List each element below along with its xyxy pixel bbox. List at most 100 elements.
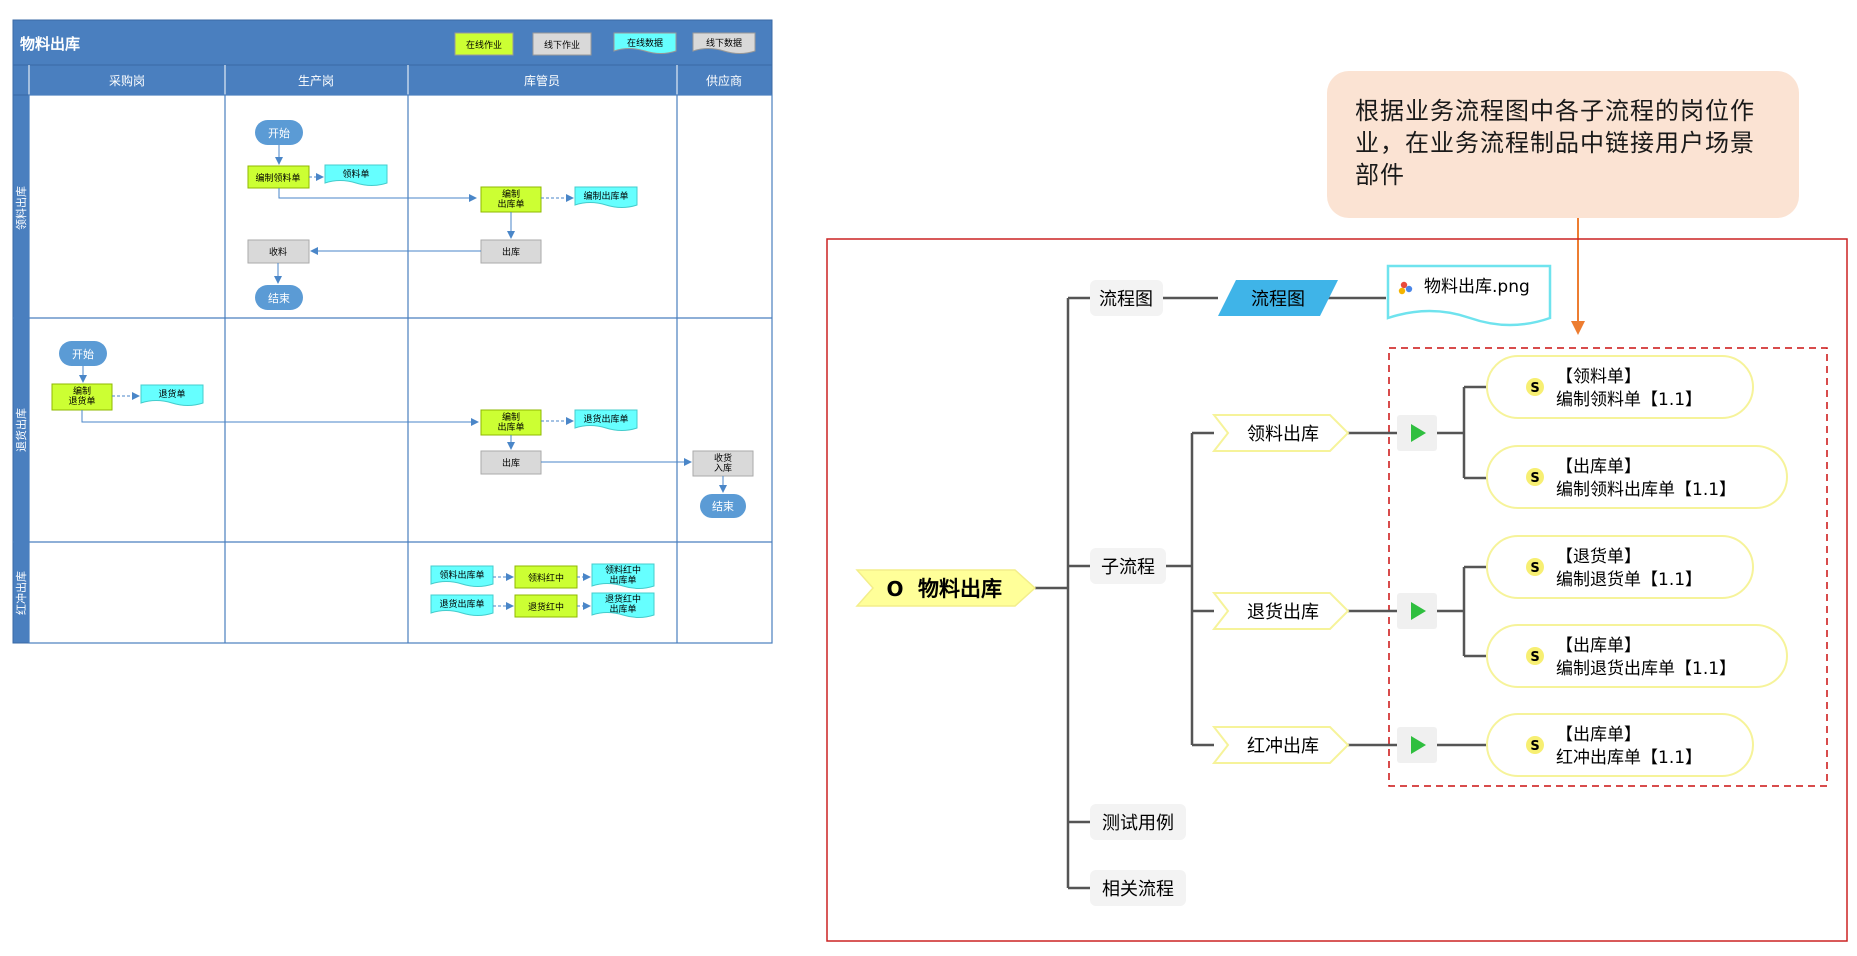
node-label-line1: 编制 xyxy=(502,188,520,200)
legend-label: 在线数据 xyxy=(627,37,663,49)
end-node xyxy=(255,285,303,310)
scene-node[interactable]: S 【领料单】 编制领料单【1.1】 xyxy=(1486,355,1754,419)
end-node xyxy=(700,494,746,518)
flowchart-node-label: 流程图 xyxy=(1251,289,1305,310)
subflow-node-pick[interactable] xyxy=(1211,414,1350,452)
subflow-node-redflush[interactable] xyxy=(1211,726,1350,764)
scene-marker-icon xyxy=(1526,647,1544,665)
node-label: 退货单 xyxy=(158,388,185,400)
node-label-line2: 出库单 xyxy=(497,421,524,433)
node-label: 编制出库单 xyxy=(583,190,628,202)
branch-label: 子流程 xyxy=(1101,557,1155,578)
node-label: 开始 xyxy=(72,347,94,361)
root-node[interactable] xyxy=(855,569,1037,607)
play-icon[interactable] xyxy=(1397,593,1437,629)
task-node-online xyxy=(480,409,542,436)
row-header: 退货出库 xyxy=(14,408,28,452)
node-label: 出库 xyxy=(502,246,520,258)
root-label: 物料出库 xyxy=(918,577,1002,601)
branch-flowchart[interactable] xyxy=(1090,280,1163,316)
subflow-node-return[interactable] xyxy=(1211,592,1350,630)
data-node-online xyxy=(430,594,494,616)
branch-related-flows[interactable] xyxy=(1090,870,1186,906)
node-label: 编制领料单 xyxy=(255,172,300,184)
scene-node[interactable]: S 【出库单】 红冲出库单【1.1】 xyxy=(1486,713,1754,777)
file-node[interactable] xyxy=(1386,264,1552,327)
node-label: 退货红中 xyxy=(528,601,564,613)
column-header: 库管员 xyxy=(524,73,560,88)
image-file-icon xyxy=(1398,281,1413,295)
data-node-online xyxy=(574,186,638,208)
node-label-line2: 出库单 xyxy=(497,198,524,210)
node-label-line2: 出库单 xyxy=(609,603,636,615)
scene-node[interactable]: S 【出库单】 编制领料出库单【1.1】 xyxy=(1486,445,1788,509)
flowchart-node[interactable] xyxy=(1218,280,1338,316)
scene-title: 【出库单】 xyxy=(1556,457,1641,477)
row-header-strip xyxy=(12,94,30,644)
legend-label: 线下数据 xyxy=(706,37,742,49)
scene-marker-icon xyxy=(1526,736,1544,754)
data-node-online xyxy=(430,565,494,587)
node-label-line1: 收货 xyxy=(714,452,732,464)
node-label: 领料单 xyxy=(342,168,369,180)
node-label: 编制退货单 xyxy=(68,385,95,407)
node-label-line2: 出库单 xyxy=(609,574,636,586)
node-label: 结束 xyxy=(712,500,734,513)
branch-subflow[interactable] xyxy=(1090,548,1166,584)
node-label: 开始 xyxy=(268,126,290,140)
mindmap: O 物料出库 流程图 子流程 测试用例 相关流程 流程图 物料出库.png 领料… xyxy=(826,238,1848,942)
data-node-online xyxy=(591,563,655,589)
data-node-online xyxy=(140,384,204,406)
connectors xyxy=(1035,296,1487,890)
column-header: 供应商 xyxy=(706,73,742,88)
node-label: 退货红中出库单 xyxy=(605,593,641,615)
branch-label: 测试用例 xyxy=(1102,813,1174,834)
data-node-online xyxy=(591,592,655,618)
start-node xyxy=(59,341,107,366)
node-label-line1: 领料红中 xyxy=(605,564,641,576)
file-node-label: 物料出库.png xyxy=(1424,277,1530,297)
scene-title: 【出库单】 xyxy=(1556,636,1641,656)
swimlane-diagram: 物料出库 在线作业 线下作业 在线数据 线下数据 采购岗 生产岗 库管员 供应商… xyxy=(12,19,773,644)
legend-offline-data xyxy=(692,32,756,54)
node-label-line1: 退货红中 xyxy=(605,593,641,605)
legend-offline-task xyxy=(532,32,592,56)
node-label: 退货出库单 xyxy=(439,598,484,610)
scene-marker-icon xyxy=(1526,378,1544,396)
swimlane-title: 物料出库 xyxy=(20,35,80,53)
play-icon[interactable] xyxy=(1397,727,1437,763)
play-icon[interactable] xyxy=(1397,415,1437,451)
node-label: 编制出库单 xyxy=(497,188,524,210)
node-label: 退货出库单 xyxy=(583,413,628,425)
legend-online-task xyxy=(454,32,514,56)
branch-label: 相关流程 xyxy=(1102,879,1174,900)
swimlane-grid xyxy=(28,94,773,644)
legend-online-data xyxy=(613,32,677,54)
scene-marker: S xyxy=(1530,471,1539,486)
scene-title: 【领料单】 xyxy=(1556,367,1641,387)
data-node-online xyxy=(324,164,388,186)
node-label: 收料 xyxy=(269,246,287,258)
branch-test-cases[interactable] xyxy=(1090,804,1186,840)
node-label-line2: 退货单 xyxy=(68,395,95,407)
branch-label: 流程图 xyxy=(1099,289,1153,310)
task-node-online xyxy=(480,186,542,213)
scene-action: 红冲出库单【1.1】 xyxy=(1556,748,1702,768)
callout-note: 根据业务流程图中各子流程的岗位作业，在业务流程制品中链接用户场景部件 xyxy=(1327,71,1799,218)
scene-action: 编制领料单【1.1】 xyxy=(1556,390,1702,410)
scene-node[interactable]: S 【出库单】 编制退货出库单【1.1】 xyxy=(1486,624,1788,688)
scene-marker-icon xyxy=(1526,468,1544,486)
scene-marker: S xyxy=(1530,381,1539,396)
node-label: 结束 xyxy=(268,292,290,305)
column-header-row xyxy=(12,64,773,96)
data-node-online xyxy=(574,409,638,431)
node-label: 领料红中出库单 xyxy=(605,564,641,586)
node-label-line1: 编制 xyxy=(73,385,91,397)
callout-text: 根据业务流程图中各子流程的岗位作业，在业务流程制品中链接用户场景部件 xyxy=(1355,97,1755,189)
node-label-line1: 编制 xyxy=(502,411,520,423)
scene-node[interactable]: S 【退货单】 编制退货单【1.1】 xyxy=(1486,535,1754,599)
scene-marker-icon xyxy=(1526,558,1544,576)
mindmap-frame xyxy=(826,238,1848,942)
node-label: 编制出库单 xyxy=(497,411,524,433)
